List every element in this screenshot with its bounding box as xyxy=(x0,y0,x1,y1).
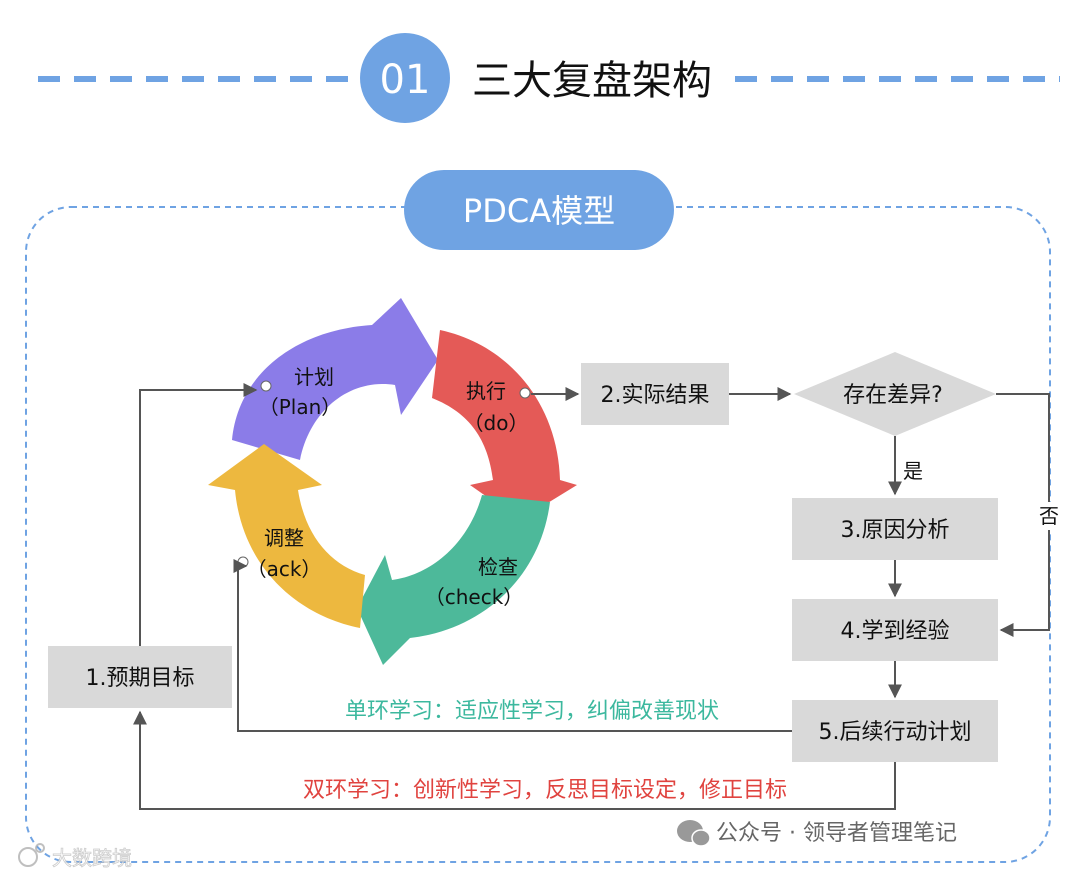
do-label: 执行 xyxy=(466,379,506,403)
plan-segment xyxy=(232,298,438,460)
watermark-left-icon-dot xyxy=(35,843,45,853)
connector-dot-do xyxy=(519,387,531,399)
header-number: 01 xyxy=(380,57,431,103)
arrow-single-loop xyxy=(233,559,792,732)
plan-sublabel: （Plan） xyxy=(259,395,342,419)
watermark-right: 公众号 · 领导者管理笔记 xyxy=(677,820,957,847)
act-segment xyxy=(208,444,365,628)
act-sublabel: （ack） xyxy=(247,557,322,581)
step-learn-box xyxy=(792,599,998,661)
step-cause-box xyxy=(792,498,998,560)
header-title: 三大复盘架构 xyxy=(472,58,712,104)
check-sublabel: （check） xyxy=(425,585,524,609)
check-label: 检查 xyxy=(478,555,518,579)
step-plan-next-label: 5.后续行动计划 xyxy=(819,720,972,745)
do-segment xyxy=(432,330,577,520)
step-expected-label: 1.预期目标 xyxy=(86,666,195,691)
plan-label: 计划 xyxy=(294,365,334,389)
difference-diamond xyxy=(794,352,996,436)
arrow-expected-to-plan xyxy=(139,383,258,646)
connector-dot-plan xyxy=(260,380,272,392)
difference-label: 存在差异? xyxy=(843,383,943,408)
step-actual-label: 2.实际结果 xyxy=(601,383,710,408)
watermark-right-text: 公众号 · 领导者管理笔记 xyxy=(716,821,957,846)
watermark-left-text: 大数跨境 xyxy=(52,846,132,870)
step-expected-box xyxy=(48,646,232,708)
do-sublabel: （do） xyxy=(464,411,529,435)
model-title: PDCA模型 xyxy=(463,192,615,230)
header-number-circle xyxy=(360,33,450,123)
step-cause-label: 3.原因分析 xyxy=(841,518,950,543)
branch-no-label: 否 xyxy=(1039,504,1059,528)
watermark-left: 大数跨境 xyxy=(18,843,132,870)
step-plan-next-box xyxy=(792,700,998,762)
watermark-left-icon xyxy=(18,847,38,867)
double-loop-text: 双环学习：创新性学习，反思目标设定，修正目标 xyxy=(303,778,787,803)
act-label: 调整 xyxy=(264,526,304,550)
single-loop-text: 单环学习：适应性学习，纠偏改善现状 xyxy=(345,699,719,724)
step-actual-box xyxy=(581,363,729,425)
check-segment xyxy=(357,495,550,665)
step-learn-label: 4.学到经验 xyxy=(841,619,950,644)
model-title-pill xyxy=(404,170,674,250)
branch-no-label-bg xyxy=(1034,502,1064,530)
wechat-icon-small xyxy=(691,829,711,847)
branch-yes-label: 是 xyxy=(903,459,923,483)
arrow-double-loop xyxy=(133,710,896,810)
